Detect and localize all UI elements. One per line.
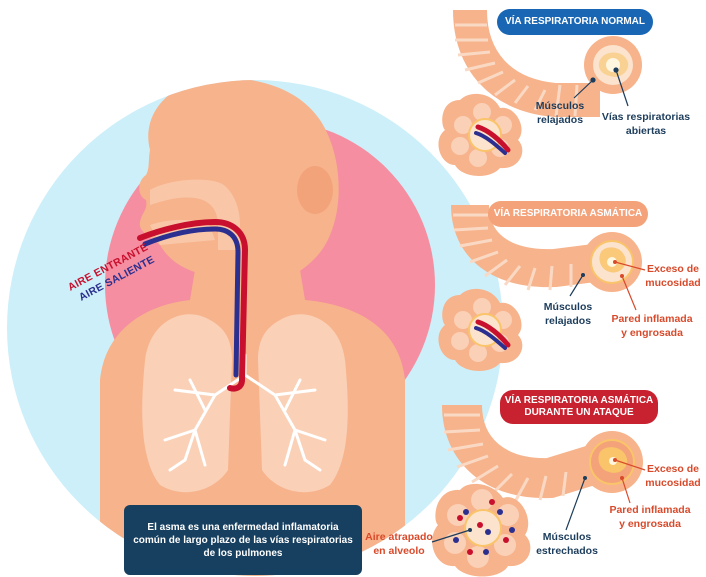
attack-title-line1: VÍA RESPIRATORIA ASMÁTICA — [504, 395, 654, 406]
attack-title-line2: DURANTE UN ATAQUE — [524, 407, 634, 418]
normal-airway-title: VÍA RESPIRATORIA NORMAL — [497, 9, 653, 35]
attack-airway-illustration — [431, 403, 646, 577]
caption-line-3: de los pulmones — [203, 547, 283, 559]
asthmatic-airway-title: VÍA RESPIRATORIA ASMÁTICA — [488, 201, 648, 227]
asthmatic-airway-illustration — [438, 203, 646, 371]
normal-airway-illustration — [438, 9, 642, 176]
main-caption-box: El asma es una enfermedad inflamatoria c… — [124, 505, 362, 575]
caption-line-1: El asma es una enfermedad inflamatoria — [147, 521, 339, 533]
caption-line-2: común de largo plazo de las vías respira… — [133, 534, 353, 546]
attack-airway-title: VÍA RESPIRATORIA ASMÁTICA DURANTE UN ATA… — [500, 390, 658, 424]
